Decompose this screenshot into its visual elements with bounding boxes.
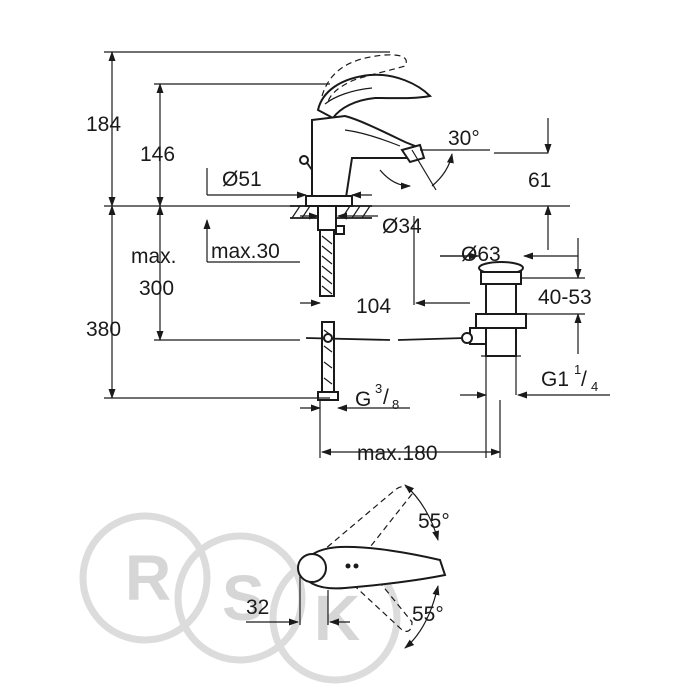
dim-max300-value: 300 (139, 277, 174, 300)
dim-max180: max.180 (357, 442, 438, 465)
dim-d63: Ø63 (461, 243, 501, 266)
dim-angle-55-top: 55° (418, 510, 450, 533)
dim-61: 61 (528, 169, 551, 192)
dim-g38-slash: / (383, 386, 389, 409)
dim-g38: G (355, 388, 371, 411)
watermark-letter-r: R (125, 542, 171, 614)
dim-g114-den: 4 (591, 379, 598, 394)
dim-g114-num: 1 (574, 362, 581, 377)
watermark-logo: R S K (79, 512, 401, 684)
dim-104: 104 (356, 295, 391, 318)
dim-40-53: 40-53 (538, 286, 592, 309)
drain-assembly (461, 261, 527, 357)
dim-146: 146 (140, 143, 175, 166)
faucet-top-view (246, 484, 447, 649)
dim-max300-label: max. (131, 245, 177, 268)
watermark-letter-k: K (314, 582, 360, 654)
dim-d34: Ø34 (382, 215, 422, 238)
dim-g114: G1 (541, 368, 569, 391)
dim-g38-den: 8 (392, 397, 399, 412)
dimension-lines (104, 51, 610, 458)
dim-g114-slash: / (581, 368, 587, 391)
dim-g38-num: 3 (375, 381, 382, 396)
shank-and-hoses (305, 205, 466, 401)
dimension-labels: 184 146 Ø51 30° 61 Ø34 max.30 max. 300 Ø… (86, 113, 598, 626)
dim-max30: max.30 (211, 240, 280, 263)
dim-angle-55-bottom: 55° (412, 603, 444, 626)
dim-184: 184 (86, 113, 121, 136)
dim-380: 380 (86, 318, 121, 341)
dim-angle-30: 30° (448, 127, 480, 150)
dim-32: 32 (246, 596, 269, 619)
dim-d51: Ø51 (222, 168, 262, 191)
faucet-side-view (299, 54, 433, 207)
